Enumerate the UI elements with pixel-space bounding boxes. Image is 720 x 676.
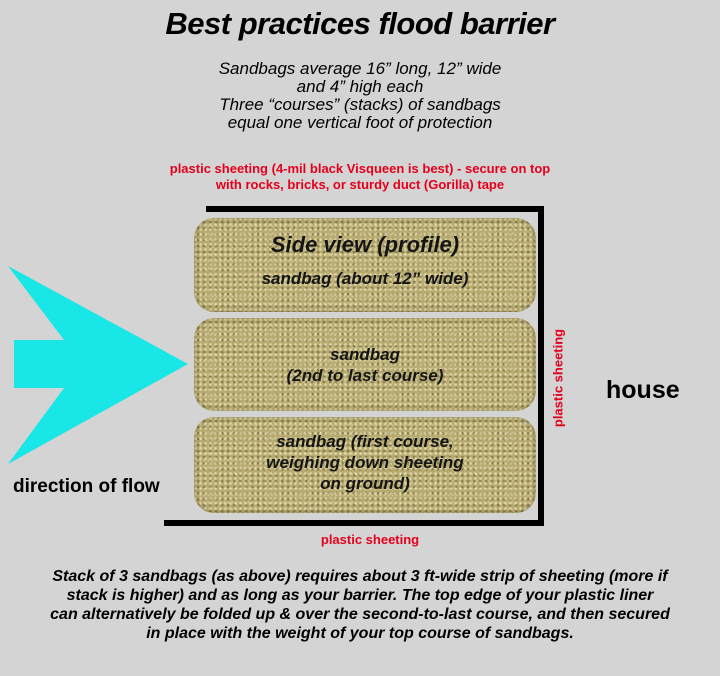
intro-line: equal one vertical foot of protection bbox=[227, 113, 493, 132]
sandbag-label-line: sandbag bbox=[330, 345, 400, 364]
sheeting-house-side-line bbox=[538, 206, 544, 526]
page-title: Best practices flood barrier bbox=[165, 6, 555, 41]
sheeting-ground-line bbox=[164, 520, 544, 526]
sandbag-label-line: sandbag (first course, bbox=[276, 432, 454, 451]
sandbag-label: sandbag (first course, weighing down she… bbox=[194, 417, 536, 494]
sandbag-label: sandbag (2nd to last course) bbox=[194, 318, 536, 386]
direction-of-flow-label: direction of flow bbox=[13, 476, 160, 497]
footer-line: stack is higher) and as long as your bar… bbox=[66, 587, 654, 604]
note-line: with rocks, bricks, or sturdy duct (Gori… bbox=[215, 177, 505, 192]
bottom-sheeting-label: plastic sheeting bbox=[320, 532, 420, 547]
footer-line: in place with the weight of your top cou… bbox=[146, 625, 574, 642]
sandbag-second-to-last-course: sandbag (2nd to last course) bbox=[194, 318, 536, 411]
side-sheeting-text: plastic sheeting bbox=[550, 328, 566, 428]
house-label: house bbox=[606, 376, 680, 404]
arrow-right-icon bbox=[8, 266, 188, 464]
footer-line: Stack of 3 sandbags (as above) requires … bbox=[52, 568, 668, 585]
sandbag-label-line: weighing down sheeting bbox=[266, 453, 464, 472]
footer-line: can alternatively be folded up & over th… bbox=[50, 606, 670, 623]
intro-line: and 4” high each bbox=[296, 77, 424, 96]
side-view-heading: Side view (profile) bbox=[270, 232, 460, 257]
sandbag-label: sandbag (about 12” wide) bbox=[261, 269, 469, 288]
sheeting-top-line bbox=[206, 206, 542, 212]
sandbag-dimensions-text: Sandbags average 16” long, 12” wide and … bbox=[0, 60, 720, 132]
footer-instructions: Stack of 3 sandbags (as above) requires … bbox=[0, 567, 720, 643]
sandbag-first-course: sandbag (first course, weighing down she… bbox=[194, 417, 536, 513]
intro-line: Sandbags average 16” long, 12” wide bbox=[218, 59, 502, 78]
sandbag-label-line: (2nd to last course) bbox=[286, 366, 444, 385]
note-line: plastic sheeting (4-mil black Visqueen i… bbox=[169, 161, 551, 176]
sandbag-top-course: Side view (profile) sandbag (about 12” w… bbox=[194, 218, 536, 312]
sandbag-label-line: on ground) bbox=[320, 474, 410, 493]
intro-line: Three “courses” (stacks) of sandbags bbox=[219, 95, 501, 114]
top-sheeting-note: plastic sheeting (4-mil black Visqueen i… bbox=[0, 161, 720, 193]
